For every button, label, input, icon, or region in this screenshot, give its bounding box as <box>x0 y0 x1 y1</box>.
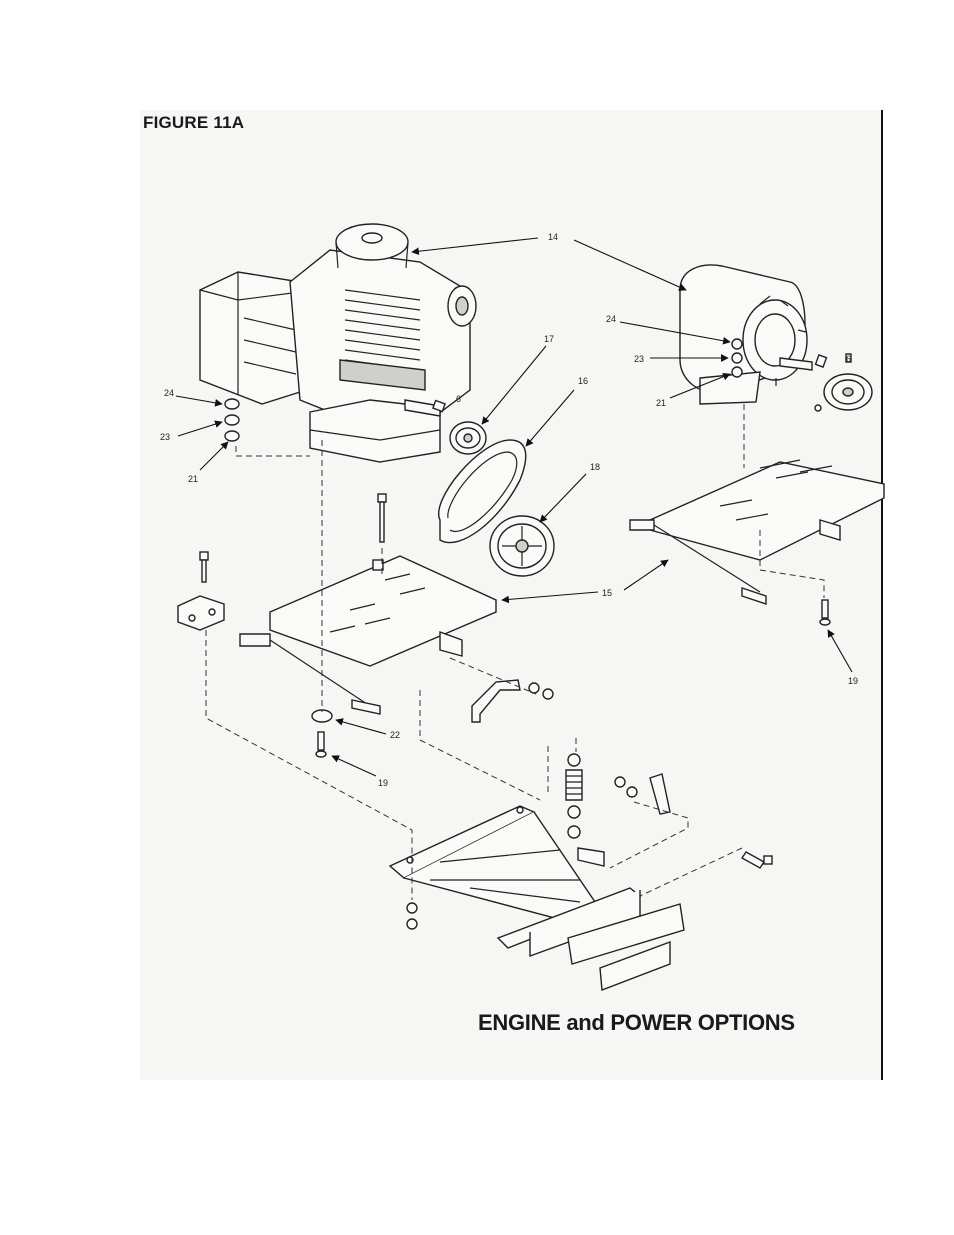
bolts <box>199 493 831 869</box>
tension-bracket <box>471 679 671 815</box>
callout-19-engine: 19 <box>378 778 388 788</box>
callout-18: 18 <box>590 462 600 472</box>
base-frame <box>388 805 685 991</box>
driven-pulley <box>489 515 555 577</box>
callout-23-engine: 23 <box>160 432 170 442</box>
callout-16: 16 <box>578 376 588 386</box>
alignment-dashes <box>205 404 825 900</box>
callout-23-motor: 23 <box>634 354 644 364</box>
callout-21-motor: 21 <box>656 398 666 408</box>
callout-19-motor: 19 <box>848 676 858 686</box>
diagram-heading: ENGINE and POWER OPTIONS <box>478 1010 795 1035</box>
callout-leaders <box>175 237 853 777</box>
callout-24-motor: 24 <box>606 314 616 324</box>
figure-title: FIGURE 11A <box>143 113 245 132</box>
motor-mount-plate <box>629 459 885 605</box>
callout-22: 22 <box>390 730 400 740</box>
callout-17: 17 <box>544 334 554 344</box>
engine-mount-hardware <box>224 398 240 442</box>
motor-pulley <box>814 353 873 412</box>
callout-6-engine: 6 <box>456 394 461 404</box>
gas-engine <box>199 223 477 463</box>
callout-6-motor: 6 <box>846 354 851 364</box>
engine-mount-plate <box>239 555 497 715</box>
callout-15: 15 <box>602 588 612 598</box>
callout-14: 14 <box>548 232 558 242</box>
spring-assembly <box>565 753 583 839</box>
callout-21-engine: 21 <box>188 474 198 484</box>
v-belt <box>438 439 527 544</box>
electric-motor <box>679 264 813 405</box>
engine-pulley <box>449 421 487 455</box>
callout-24-engine: 24 <box>164 388 174 398</box>
mount-block <box>177 595 225 631</box>
callout-labels: 14 24 23 21 6 17 16 18 24 23 21 6 15 19 … <box>160 232 858 788</box>
page-border-line <box>881 110 883 1080</box>
